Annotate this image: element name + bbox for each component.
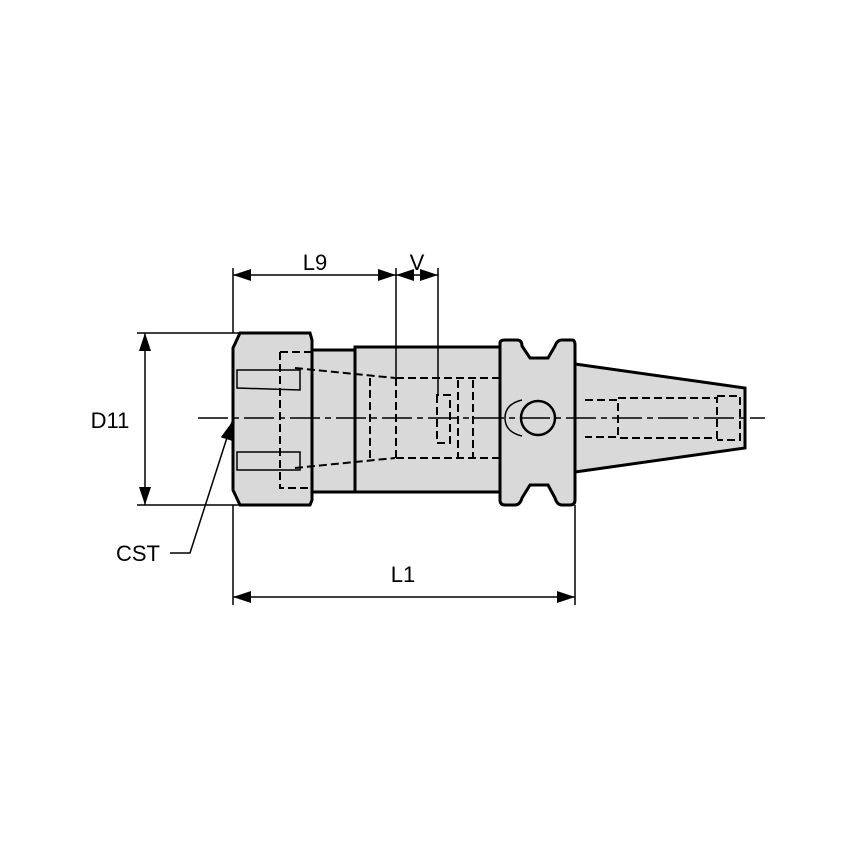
- callout-cst: CST: [116, 421, 233, 566]
- dimension-l9: L9: [232, 250, 397, 378]
- label-v: V: [410, 250, 425, 275]
- flange: [498, 338, 577, 507]
- label-l1: L1: [391, 562, 415, 587]
- label-d11: D11: [91, 408, 130, 433]
- label-cst: CST: [116, 541, 160, 566]
- dimension-v: V: [396, 250, 439, 395]
- label-l9: L9: [303, 250, 327, 275]
- collet-nut: [231, 331, 314, 507]
- shank-body: [294, 345, 502, 494]
- dimension-l1: L1: [232, 505, 576, 605]
- dimension-d11: D11: [91, 332, 240, 506]
